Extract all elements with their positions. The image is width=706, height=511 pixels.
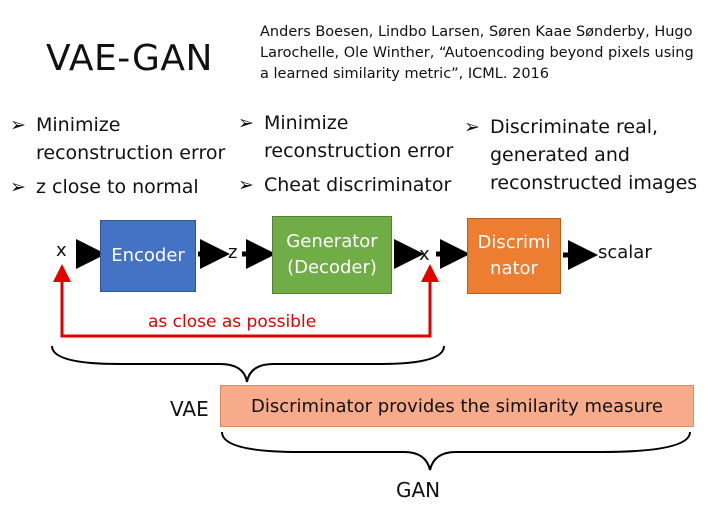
disc-bullet-1-cont-1: generated and <box>490 144 630 166</box>
page-title: VAE-GAN <box>46 38 213 79</box>
z-label: z <box>228 242 238 263</box>
x-output-label: x <box>419 244 430 265</box>
chevron-right-icon: ➢ <box>10 176 26 198</box>
gan-label: GAN <box>396 478 441 502</box>
encoder-box: Encoder <box>100 220 196 292</box>
gan-brace <box>221 431 691 471</box>
disc-bullet-1: ➢Discriminate real, <box>464 116 659 138</box>
close-arrow-line <box>60 274 432 338</box>
encoder-bullet-1-cont: reconstruction error <box>36 142 226 164</box>
encoder-bullet-1: ➢Minimize <box>10 114 121 136</box>
disc-bullet-1-cont-2: reconstructed images <box>490 172 698 194</box>
chevron-right-icon: ➢ <box>238 112 254 134</box>
close-label: as close as possible <box>148 312 317 332</box>
chevron-right-icon: ➢ <box>238 174 254 196</box>
generator-bullet-1: ➢Minimize <box>238 112 349 134</box>
similarity-box: Discriminator provides the similarity me… <box>220 385 694 427</box>
generator-bullet-1-cont: reconstruction error <box>264 140 454 162</box>
encoder-bullet-2: ➢z close to normal <box>10 176 199 198</box>
citation: Anders Boesen, Lindbo Larsen, Søren Kaae… <box>260 24 694 82</box>
chevron-right-icon: ➢ <box>10 114 26 136</box>
vae-label: VAE <box>170 397 209 421</box>
vae-brace <box>51 345 445 383</box>
scalar-label: scalar <box>598 242 652 263</box>
chevron-right-icon: ➢ <box>464 116 480 138</box>
generator-bullet-2: ➢Cheat discriminator <box>238 174 452 196</box>
x-input-label: x <box>56 240 67 261</box>
generator-box: Generator(Decoder) <box>272 216 392 294</box>
